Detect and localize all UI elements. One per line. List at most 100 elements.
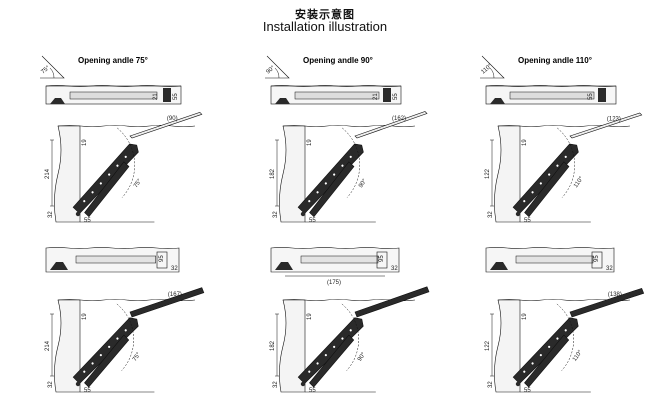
middle-bracket xyxy=(591,251,603,269)
plan-edge xyxy=(45,85,182,87)
lower-pivot xyxy=(515,381,521,387)
upper-depth: 55 xyxy=(309,218,316,224)
panel-3-lower-arm-link xyxy=(524,334,570,388)
angle-badge-lines xyxy=(40,55,65,79)
plan-clamp xyxy=(490,98,505,104)
angle-badge-lines xyxy=(265,55,290,79)
panel-1-upper-top-edge xyxy=(57,124,196,128)
plan-edge xyxy=(270,85,402,87)
panel-3-lower-door-width: (138) xyxy=(608,292,622,298)
panel-3-lower-arm-hole xyxy=(548,345,551,348)
panel-3-upper-arm-hole xyxy=(523,200,526,203)
middle-mechanism xyxy=(515,255,594,264)
panel-2-upper-arm-hole xyxy=(308,200,311,203)
middle-clamp xyxy=(50,262,68,270)
panel-3-upper-arm-hole xyxy=(556,164,559,167)
panel-1-angle-badge: 75° xyxy=(40,55,65,79)
plan-clamp xyxy=(50,98,65,104)
panel-2-upper-arm-link xyxy=(309,161,355,218)
panel-1-upper-door xyxy=(129,111,203,139)
middle-mechanism xyxy=(300,255,379,264)
panel-2-lower-arm-hole xyxy=(349,329,352,332)
lower-offset: 19 xyxy=(307,313,313,320)
panel-2-lower-arm-hole xyxy=(308,370,311,373)
panel-3-upper-door-width: (123) xyxy=(607,116,621,122)
panel-1-lower-swing-arc xyxy=(116,303,134,371)
panel-1-upper-arm-body xyxy=(72,143,139,218)
panel-3-angle-badge: 110° xyxy=(480,55,505,79)
upper-depth: 55 xyxy=(524,218,531,224)
panel-3: Opening andle 110°110°55122193255(123)11… xyxy=(480,55,645,394)
panel-1-lower-arm-body xyxy=(72,317,139,388)
panel-2-upper-swing-arc xyxy=(342,127,360,198)
panel-2-upper-door xyxy=(354,111,428,139)
plan-edge xyxy=(485,85,617,87)
panel-3-upper-cabinet-side xyxy=(494,125,521,223)
panel-2-upper-swing-angle: 90° xyxy=(358,178,368,189)
lower-bottom: 32 xyxy=(273,381,279,388)
panel-1-upper-height-dim-text: 214 xyxy=(45,168,51,179)
panel-2-upper-arm-body xyxy=(297,143,364,218)
panel-3-lower-swing-arc xyxy=(556,303,574,371)
lower-pivot xyxy=(300,381,306,387)
panel-1-upper-arm-hole xyxy=(83,200,86,203)
lower-offset: 19 xyxy=(522,313,528,320)
panel-2-lower-arm-hole xyxy=(341,337,344,340)
panel-1-upper-arm-plate xyxy=(72,143,139,214)
panel-3-upper-swing-angle: 110° xyxy=(573,175,585,189)
panel-1-lower-cabinet-side xyxy=(54,299,81,393)
middle-bracket xyxy=(376,251,388,269)
panel-1-lower-arm-hole xyxy=(108,345,111,348)
panel-3-lower-arm-hole xyxy=(539,354,542,357)
panel-2-lower-arm-hole xyxy=(333,345,336,348)
panel-3-upper-arm xyxy=(512,143,579,218)
plan-bracket xyxy=(383,88,391,102)
panel-1-upper-arm-link xyxy=(84,161,130,218)
panel-2-lower-height-dim-text: 182 xyxy=(270,340,276,351)
panel-2-upper-arm-hole xyxy=(324,182,327,185)
panel-1-upper-cabinet-side xyxy=(54,125,81,223)
panel-3-upper-arm-hole xyxy=(539,182,542,185)
panel-3-upper-door xyxy=(569,112,643,139)
lower-offset: 19 xyxy=(82,313,88,320)
panel-1-lower-arm-plate xyxy=(72,317,139,384)
panel-1-upper-swing-arc xyxy=(117,127,135,198)
panel-1-lower-height-dim-text: 214 xyxy=(45,340,51,351)
middle-dim-b: 32 xyxy=(391,266,398,272)
panel-2-upper-arm-hole xyxy=(349,155,352,158)
plan-dim: 55 xyxy=(393,93,399,100)
panel-3-lower-door xyxy=(569,287,645,318)
upper-offset: 19 xyxy=(307,139,313,146)
panel-2-lower-swing-angle: 90° xyxy=(357,351,367,362)
angle-badge-lines xyxy=(480,55,505,79)
panel-1-lower-arm-hole xyxy=(124,329,127,332)
upper-depth: 55 xyxy=(84,218,91,224)
upper-pivot xyxy=(515,211,521,217)
upper-offset: 19 xyxy=(82,139,88,146)
panel-1-upper-arm-hole xyxy=(108,173,111,176)
panel-2-upper-arm-hole xyxy=(341,164,344,167)
plan-bracket xyxy=(598,88,606,102)
middle-run: (175) xyxy=(327,280,341,286)
panel-1-lower-door xyxy=(129,287,205,318)
panel-1-upper-door-width: (90) xyxy=(167,116,178,122)
title-english: Installation illustration xyxy=(262,19,388,34)
panel-1-upper-arm-hole xyxy=(91,191,94,194)
panel-1-upper-arm-hole xyxy=(116,164,119,167)
panel-2-lower-door xyxy=(354,286,430,318)
panel-2-upper-door-width: (162) xyxy=(392,116,406,122)
middle-clamp xyxy=(275,262,293,270)
panel-3-lower-height-dim-text: 122 xyxy=(485,340,491,351)
middle-mechanism xyxy=(75,255,156,264)
upper-offset: 19 xyxy=(522,139,528,146)
plan-mechanism xyxy=(294,91,380,100)
